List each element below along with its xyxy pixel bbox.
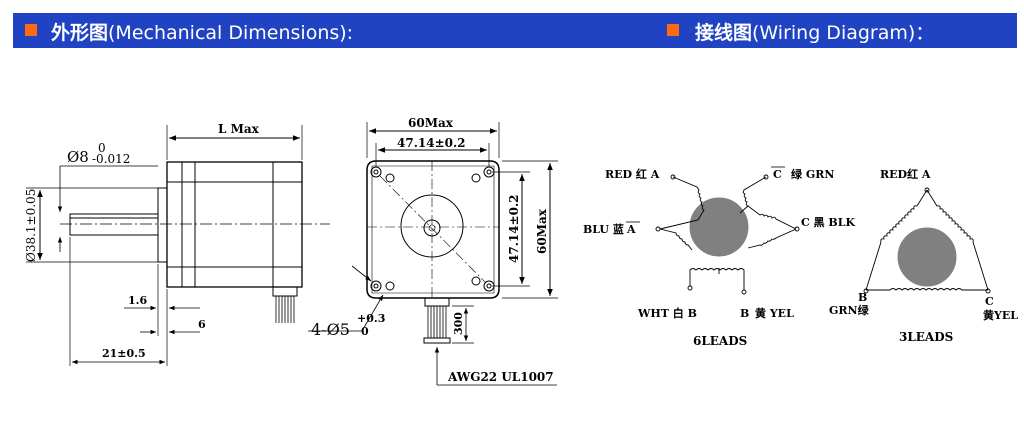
wiring3-yel-label: 黄YEL (983, 308, 1018, 322)
wiring6-blu-label: BLU 蓝 (583, 222, 624, 236)
wiring-6-leads (626, 166, 800, 295)
coil-a (659, 176, 705, 230)
wiring3-b-label: B (858, 291, 867, 304)
mechanical-title-en: (Mechanical Dimensions): (108, 22, 354, 44)
left-marker-icon (25, 24, 37, 36)
header-bar: 外形图(Mechanical Dimensions): 接线图(Wiring D… (13, 13, 1017, 48)
wiring-title-cn: 接线图 (695, 22, 753, 44)
coil-b (689, 268, 745, 290)
rotor-3 (897, 227, 957, 287)
side-view (26, 125, 330, 366)
shaft-tol-lower: -0.012 (92, 152, 130, 166)
wiring-3-leads (863, 187, 991, 294)
wiring3-c-label: C (985, 295, 994, 308)
shaft (69, 213, 159, 236)
wire-end (423, 337, 451, 344)
flange (366, 160, 500, 299)
wiring3-red-label: RED红 A (880, 167, 931, 181)
lead-length-label: 300 (452, 312, 465, 335)
coil-bottom (866, 288, 988, 291)
hole-spacing-v-label: 47.14±0.2 (507, 194, 521, 263)
holes-label: 4-Ø5 (311, 320, 350, 339)
boss (157, 187, 168, 263)
connector (272, 286, 298, 297)
hole-spacing-h-label: 47.14±0.2 (397, 136, 466, 150)
wiring6-a-bar-label: A (626, 223, 636, 236)
height-max-label: 60Max (535, 208, 549, 254)
wiring3-grn-label: GRN绿 (829, 303, 870, 317)
cable-label: AWG22 UL1007 (447, 370, 554, 384)
length-label: L Max (218, 122, 260, 136)
wiring-title-en: (Wiring Diagram)： (752, 22, 935, 44)
width-max-label: 60Max (408, 116, 454, 130)
wiring-title: 接线图(Wiring Diagram)： (695, 18, 934, 45)
motor-body (166, 161, 303, 288)
right-marker-icon (667, 24, 679, 36)
wiring6-caption: 6LEADS (693, 334, 747, 348)
front-connector (424, 297, 450, 307)
rotor-6 (689, 197, 749, 257)
wiring6-wht-label: WHT 白 B (637, 306, 697, 320)
coil-right (926, 189, 989, 291)
wiring6-c-bar-label: C (773, 168, 782, 181)
holes-tol-lower: 0 (361, 325, 369, 338)
front-wires (427, 306, 447, 338)
holes-leader (361, 294, 384, 332)
shaft-tol-upper: 0 (98, 141, 106, 155)
dim-21-label: 21±0.5 (102, 347, 146, 360)
wiring6-yel-label: 黄 YEL (755, 306, 794, 320)
dim-1-6-label: 1.6 (128, 294, 147, 307)
wiring6-red-label: RED 红 A (605, 167, 660, 181)
wiring6-b-label: B (740, 307, 749, 320)
boss-dia-label: Ø38.1±0.05 (24, 189, 38, 262)
mechanical-title: 外形图(Mechanical Dimensions): (51, 18, 353, 45)
wires (275, 296, 295, 323)
coil-c (747, 205, 797, 230)
wiring6-grn-label: 绿 GRN (791, 167, 834, 181)
shaft-dia-label: Ø8 (67, 148, 89, 166)
wiring6-blk-label: C 黑 BLK (801, 216, 855, 229)
holes-tol-upper: +0.3 (357, 312, 385, 325)
dim-6-label: 6 (198, 318, 206, 331)
flange-inner (371, 165, 495, 294)
mechanical-title-cn: 外形图 (51, 22, 109, 44)
wiring3-caption: 3LEADS (899, 330, 953, 344)
coil-left (865, 189, 928, 291)
front-view (308, 122, 558, 386)
